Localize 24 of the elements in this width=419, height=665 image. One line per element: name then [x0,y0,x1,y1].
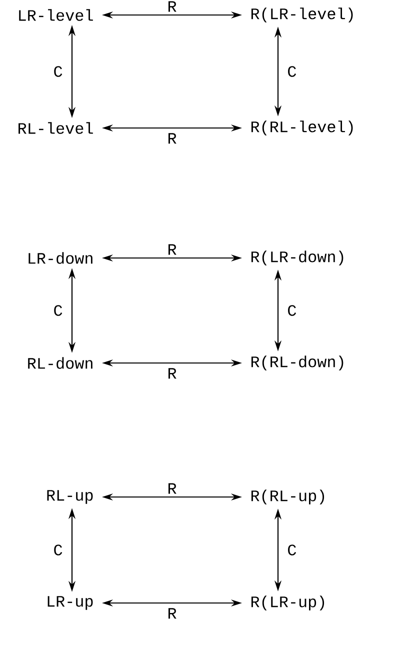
edge-label: C [54,544,62,556]
edge-label: C [288,305,296,316]
edge-label: C [54,66,62,77]
edge-label: C [288,544,296,556]
term-label: LR-up [48,596,93,610]
term-label: R(LR-level) [251,8,353,22]
edge-label: R [168,608,176,619]
term-label: LR-level [19,9,93,21]
edge-label: R [168,1,176,12]
edge-label: C [288,66,296,77]
edge-label: R [168,133,176,144]
edge-label: R [168,368,176,379]
edge-label: C [54,305,62,316]
term-label: RL-level [18,122,93,134]
term-label: R(LR-down) [251,250,344,266]
term-label: R(RL-up) [251,490,324,504]
term-label: LR-down [28,252,92,264]
term-label: R(RL-level) [251,120,353,136]
term-label: R(LR-up) [251,596,324,610]
term-label: RL-down [28,357,92,369]
term-label: RL-up [47,490,93,504]
edge-label: R [168,483,176,494]
term-label: R(RL-down) [251,356,344,370]
edge-label: R [168,244,176,255]
